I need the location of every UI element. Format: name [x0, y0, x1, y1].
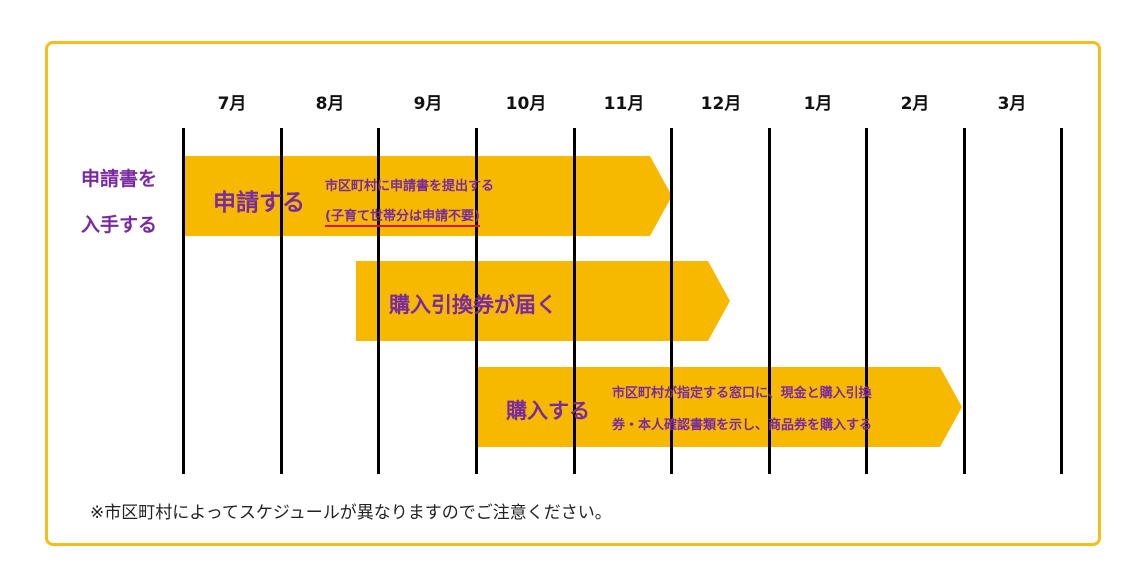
- month-label: 2月: [900, 94, 930, 114]
- get-form-label-line2: 入手する: [81, 214, 158, 236]
- schedule-frame: [45, 41, 1101, 546]
- apply-desc-line1: 市区町村に申請書を提出する: [325, 179, 495, 194]
- grid-line: [865, 128, 868, 474]
- purchase-desc-line1: 市区町村が指定する窓口に、現金と購入引換: [612, 386, 872, 401]
- purchase-title: 購入する: [506, 399, 590, 423]
- grid-line: [1060, 128, 1063, 474]
- schedule-note: ※市区町村によってスケジュールが異なりますのでご注意ください。: [90, 503, 612, 523]
- receive-title: 購入引換券が届く: [389, 293, 557, 317]
- grid-line: [573, 128, 576, 474]
- apply-title: 申請する: [213, 190, 305, 216]
- month-label: 8月: [315, 94, 345, 114]
- grid-line: [182, 128, 185, 474]
- apply-desc-line2: (子育て世帯分は申請不要): [325, 205, 480, 227]
- grid-line: [670, 128, 673, 474]
- get-form-label-line1: 申請書を: [81, 168, 158, 190]
- month-label: 11月: [603, 94, 645, 114]
- purchase-arrow: [478, 367, 962, 447]
- grid-line: [377, 128, 380, 474]
- purchase-desc-line2: 券・本人確認書類を示し、商品券を購入する: [612, 418, 873, 433]
- month-label: 10月: [505, 94, 547, 114]
- grid-line: [280, 128, 283, 474]
- grid-line: [963, 128, 966, 474]
- month-label: 3月: [997, 94, 1027, 114]
- month-label: 12月: [700, 94, 742, 114]
- month-label: 9月: [413, 94, 443, 114]
- receive-arrow: [356, 261, 730, 341]
- grid-line: [768, 128, 771, 474]
- month-label: 7月: [217, 94, 247, 114]
- month-label: 1月: [803, 94, 833, 114]
- grid-line: [475, 128, 478, 474]
- apply-arrow: [184, 156, 672, 236]
